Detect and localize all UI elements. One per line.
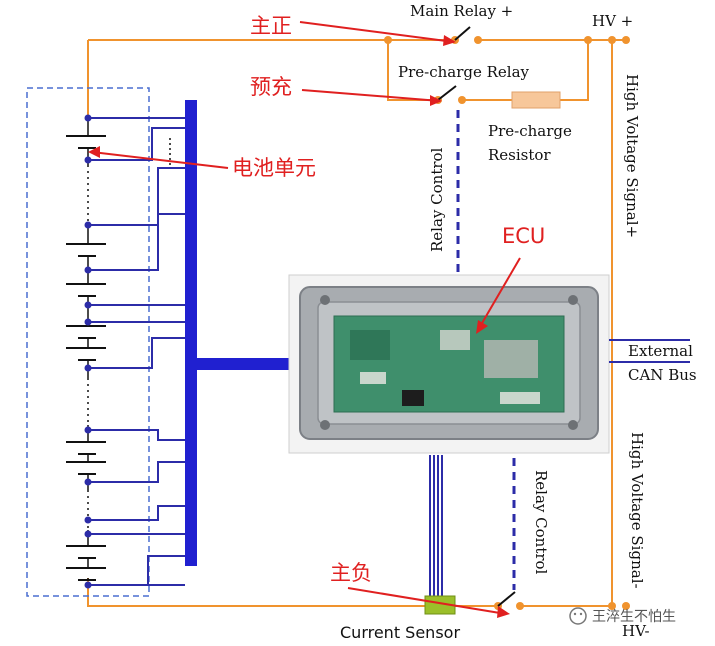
arrow-ecu	[477, 257, 521, 331]
main-negative-relay	[494, 591, 630, 610]
precharge-resistor-label-1: Pre-charge	[488, 122, 572, 140]
arrowhead-ecu-icon	[476, 320, 488, 334]
hv-signal-minus-label: High Voltage Signal-	[628, 432, 646, 589]
battery-cells	[66, 135, 106, 581]
cell-nodes	[84, 114, 92, 589]
precharge-resistor	[511, 91, 561, 109]
annotation-precharge: 预充	[250, 75, 292, 99]
precharge-relay-label: Pre-charge Relay	[398, 63, 530, 81]
wechat-icon	[569, 607, 587, 625]
precharge-resistor-label-2: Resistor	[488, 146, 551, 164]
battery-pack-outline	[26, 87, 150, 597]
annotation-battery-cell: 电池单元	[232, 156, 316, 180]
relay-control-label-bottom: Relay Control	[532, 470, 550, 575]
ecu-label: ECU	[502, 224, 545, 248]
arrowhead-battery-cell-icon	[88, 146, 100, 158]
main-relay-label: Main Relay +	[410, 2, 513, 20]
hv-signal-plus-label: High Voltage Signal+	[623, 74, 641, 238]
hv-plus-label: HV +	[592, 12, 633, 30]
arrow-main-negative	[347, 587, 507, 615]
signal-bus-bar	[185, 100, 197, 566]
annotation-main-negative: 主负	[330, 561, 372, 585]
arrow-precharge	[301, 89, 441, 102]
relay-control-label-top: Relay Control	[428, 147, 446, 252]
arrowhead-precharge-icon	[430, 95, 442, 106]
sense-wires	[88, 117, 185, 586]
arrowhead-main-positive-icon	[443, 35, 456, 46]
main-relay	[451, 26, 482, 44]
current-sensor-label: Current Sensor	[340, 623, 460, 642]
can-bus-label: CAN Bus	[628, 366, 697, 384]
hv-minus-label: HV-	[622, 622, 650, 640]
bus-to-ecu	[197, 358, 289, 370]
arrowhead-main-negative-icon	[497, 606, 510, 618]
watermark-text: 王淬生不怕生	[592, 609, 676, 625]
ecu-photo	[288, 274, 610, 454]
arrow-battery-cell	[91, 151, 229, 169]
hv-plus-terminals	[384, 36, 630, 44]
external-can-bus	[609, 339, 690, 363]
hv-wiring	[87, 39, 625, 607]
cell-string	[87, 118, 171, 580]
sensor-harness	[429, 455, 443, 596]
annotation-main-positive: 主正	[250, 14, 292, 38]
arrow-main-positive	[299, 21, 455, 43]
external-label: External	[628, 342, 693, 360]
watermark: 王淬生不怕生	[569, 607, 676, 625]
